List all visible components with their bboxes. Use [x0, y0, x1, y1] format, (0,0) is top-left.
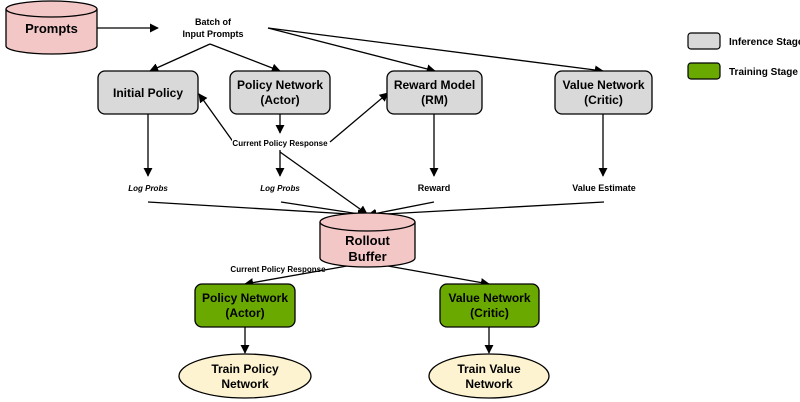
- value-network-inference-label-line2: (Critic): [584, 93, 623, 107]
- policy-network-training-label-line1: Policy Network: [202, 291, 288, 305]
- edge-batch-to-value-network: [267, 27, 604, 75]
- prompts-node: Prompts: [5, 0, 98, 55]
- policy-network-training-label-line2: (Actor): [225, 306, 264, 320]
- batch-node: Batch of Input Prompts: [183, 17, 244, 39]
- reward-label: Reward: [418, 183, 451, 193]
- log-probs-initial-label: Log Probs: [128, 184, 168, 193]
- train-policy-label-line1: Train Policy: [211, 362, 279, 376]
- legend-training-swatch: [687, 62, 721, 80]
- train-policy-node: Train Policy Network: [178, 353, 312, 399]
- policy-network-inference-node: Policy Network (Actor): [229, 70, 331, 115]
- rollout-buffer-node: Rollout Buffer: [319, 212, 416, 268]
- batch-label-line2: Input Prompts: [183, 29, 244, 39]
- legend-training-label: Training Stage: [729, 67, 798, 78]
- prompts-label: Prompts: [25, 21, 78, 36]
- policy-network-training-node: Policy Network (Actor): [194, 283, 296, 328]
- edge-batch-to-reward-model: [267, 27, 436, 74]
- legend-inference-label: Inference Stage: [729, 37, 800, 48]
- value-network-training-label-line1: Value Network: [448, 291, 530, 305]
- legend-inference-swatch: [687, 32, 721, 50]
- edge-rollout-to-policy-training: [244, 265, 348, 288]
- edge-batch-to-policy-network: [209, 43, 281, 73]
- reward-model-label-line1: Reward Model: [394, 78, 475, 92]
- edge-batch-to-initial-policy: [149, 43, 211, 72]
- train-value-label-line2: Network: [465, 377, 513, 391]
- edge-value-estimate-to-rollout: [367, 201, 605, 220]
- initial-policy-label: Initial Policy: [113, 86, 183, 100]
- edge-response-to-reward-model: [329, 92, 389, 143]
- batch-label-line1: Batch of: [195, 17, 232, 27]
- rollout-buffer-label-line1: Rollout: [345, 233, 390, 248]
- edges: [97, 23, 608, 354]
- edge-response-to-rollout: [279, 151, 368, 215]
- current-policy-response-top-label: Current Policy Response: [232, 139, 328, 148]
- value-network-training-node: Value Network (Critic): [439, 283, 540, 328]
- edge-log-probs-initial-to-rollout: [147, 201, 367, 220]
- train-policy-label-line2: Network: [221, 377, 269, 391]
- edge-rollout-to-value-training: [387, 265, 490, 288]
- train-value-label-line1: Train Value: [457, 362, 521, 376]
- train-value-node: Train Value Network: [428, 353, 550, 399]
- current-policy-response-bottom-label: Current Policy Response: [230, 265, 326, 274]
- reward-model-label-line2: (RM): [421, 93, 448, 107]
- value-network-training-label-line2: (Critic): [470, 306, 509, 320]
- reward-model-node: Reward Model (RM): [386, 70, 483, 115]
- value-network-inference-node: Value Network (Critic): [554, 70, 653, 115]
- policy-network-inference-label-line1: Policy Network: [237, 78, 323, 92]
- log-probs-actor-label: Log Probs: [260, 184, 300, 193]
- value-network-inference-label-line1: Value Network: [562, 78, 644, 92]
- rollout-buffer-label-line2: Buffer: [348, 249, 386, 264]
- value-estimate-label: Value Estimate: [572, 183, 636, 193]
- edge-response-to-initial-policy: [198, 93, 235, 144]
- legend: Inference Stage Training Stage: [687, 32, 800, 80]
- policy-network-inference-label-line2: (Actor): [260, 93, 299, 107]
- initial-policy-node: Initial Policy: [97, 70, 199, 115]
